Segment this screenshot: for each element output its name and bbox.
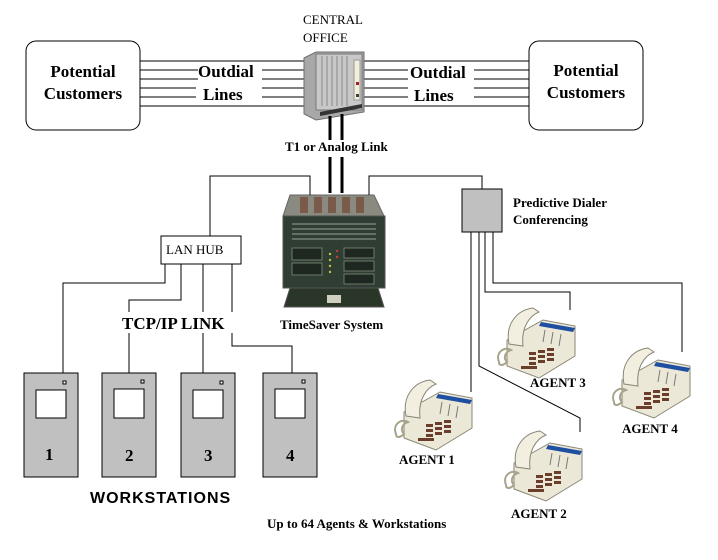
t1-link-lines [328, 114, 344, 193]
workstation-4[interactable] [262, 372, 318, 478]
left-customers-label: Potential Customers [26, 61, 140, 105]
right-outdial-label-line1: Outdial [410, 63, 466, 82]
predictive-dialer-label-line2: Conferencing [513, 212, 588, 227]
lan-links [62, 264, 293, 373]
left-customers-box[interactable] [25, 40, 141, 131]
agent-2-phone-icon[interactable] [504, 430, 583, 502]
workstation-2-number: 2 [125, 446, 134, 465]
workstation-1[interactable] [23, 372, 79, 478]
agent-3-phone-icon[interactable] [497, 307, 576, 379]
predictive-dialer-label-line1: Predictive Dialer [513, 195, 607, 210]
timesaver-server-icon[interactable] [282, 194, 386, 308]
server-connections [209, 175, 483, 236]
workstation-4-number: 4 [286, 446, 295, 465]
agent-2-label: AGENT 2 [511, 506, 567, 521]
left-outdial-lines [140, 60, 305, 107]
t1-link-label: T1 or Analog Link [283, 139, 390, 154]
agent-1-label: AGENT 1 [399, 452, 455, 467]
agent-1-phone-icon[interactable] [394, 379, 473, 451]
workstations-title: WORKSTATIONS [90, 490, 232, 507]
right-outdial-label-line2: Lines [414, 86, 454, 105]
workstation-2[interactable] [101, 372, 157, 478]
central-office-switch-icon[interactable] [303, 51, 365, 121]
left-customers-line1: Potential [50, 62, 116, 81]
agent-4-label: AGENT 4 [622, 421, 678, 436]
lan-hub-label: LAN HUB [166, 242, 224, 257]
timesaver-label: TimeSaver System [280, 317, 384, 332]
workstation-3[interactable] [180, 372, 236, 478]
left-customers-line2: Customers [43, 84, 123, 103]
right-outdial-lines [364, 60, 529, 107]
agent-4-phone-icon[interactable] [612, 347, 691, 419]
lan-hub-box[interactable] [160, 235, 242, 265]
central-office-label-line2: OFFICE [303, 30, 348, 45]
predictive-dialer-box[interactable] [461, 188, 503, 233]
left-outdial-label-line1: Outdial [198, 62, 254, 81]
workstation-1-number: 1 [45, 445, 54, 464]
agent-3-label: AGENT 3 [530, 375, 586, 390]
workstation-3-number: 3 [204, 446, 213, 465]
right-customers-line2: Customers [546, 83, 626, 102]
footer-caption: Up to 64 Agents & Workstations [267, 516, 447, 531]
right-customers-label: Potential Customers [529, 60, 643, 104]
right-customers-box[interactable] [528, 40, 644, 131]
central-office-label-line1: CENTRAL [303, 12, 363, 27]
tcpip-link-label: TCP/IP LINK [120, 314, 227, 333]
right-customers-line1: Potential [553, 61, 619, 80]
left-outdial-label-line2: Lines [203, 85, 243, 104]
dialer-agent-lines [470, 232, 683, 432]
